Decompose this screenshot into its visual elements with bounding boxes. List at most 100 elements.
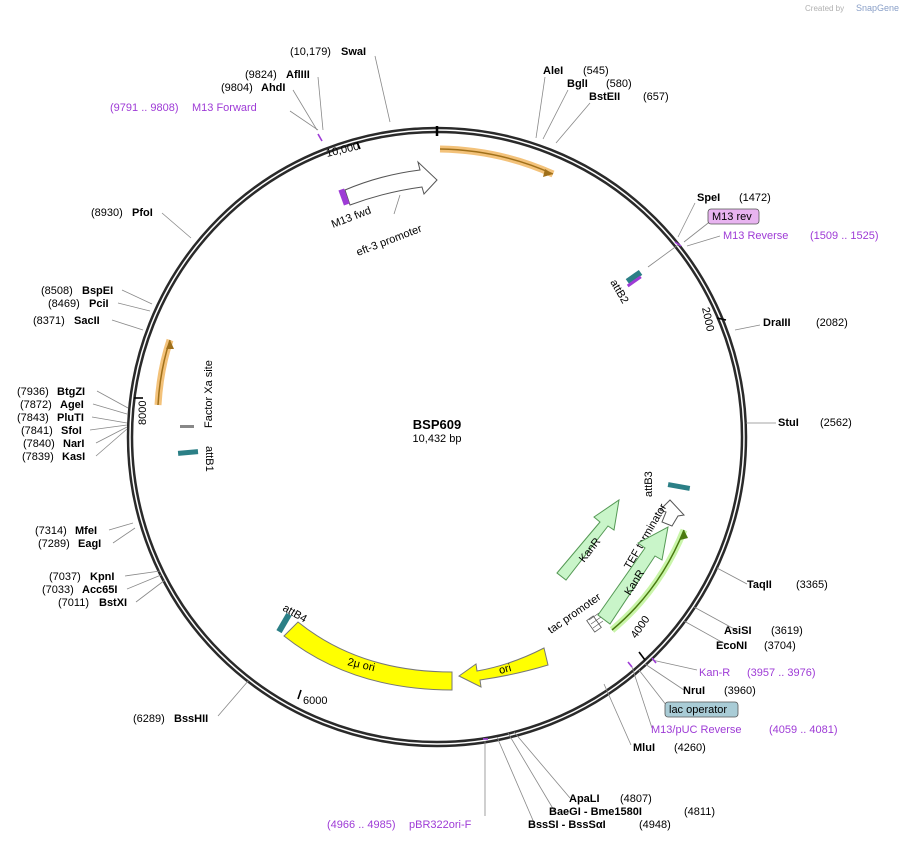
svg-text:(4807): (4807) <box>620 793 652 805</box>
enzyme-connectors <box>89 55 776 826</box>
kanr-lower-feature[interactable] <box>597 526 669 625</box>
tick-label-10000: 10,000 <box>325 141 360 160</box>
svg-text:(1509 .. 1525): (1509 .. 1525) <box>810 230 879 242</box>
svg-text:(8469): (8469) <box>48 298 80 310</box>
factor-xa-label: Factor Xa site <box>203 360 215 428</box>
m13-fwd-label: M13 fwd <box>330 205 373 231</box>
svg-text:TaqII: TaqII <box>747 579 772 591</box>
svg-text:pBR322ori-F: pBR322ori-F <box>409 819 472 831</box>
svg-text:NarI: NarI <box>63 438 84 450</box>
orf-top-line <box>439 148 554 175</box>
eft3-promoter-feature[interactable] <box>344 160 438 206</box>
svg-text:BspEI: BspEI <box>82 285 113 297</box>
attb2-primer <box>626 275 642 288</box>
svg-text:PluTI: PluTI <box>57 412 84 424</box>
svg-text:(3365): (3365) <box>796 579 828 591</box>
svg-text:KpnI: KpnI <box>90 571 114 583</box>
attb1-label: attB1 <box>203 446 215 472</box>
ori-feature[interactable] <box>458 647 549 688</box>
svg-text:(7289): (7289) <box>38 538 70 550</box>
svg-text:(3619): (3619) <box>771 625 803 637</box>
tef-terminator-feature[interactable] <box>659 499 686 527</box>
svg-text:BglI: BglI <box>567 78 588 90</box>
svg-text:AleI: AleI <box>543 65 563 77</box>
svg-text:AsiSI: AsiSI <box>724 625 752 637</box>
svg-text:(2562): (2562) <box>820 417 852 429</box>
orf-right-line <box>611 529 685 631</box>
svg-text:(3960): (3960) <box>724 685 756 697</box>
attb1-feature[interactable] <box>177 449 199 456</box>
tick-label-8000: 8000 <box>137 401 149 425</box>
svg-text:(7843): (7843) <box>17 412 49 424</box>
svg-text:DraIII: DraIII <box>763 317 791 329</box>
kanr-upper-feature[interactable] <box>556 498 620 581</box>
orf-top[interactable] <box>439 145 555 178</box>
svg-text:SwaI: SwaI <box>341 46 366 58</box>
tick-label-2000: 2000 <box>699 306 716 332</box>
svg-text:(8371): (8371) <box>33 315 65 327</box>
plasmid-length: 10,432 bp <box>413 433 462 445</box>
tac-promoter-feature[interactable] <box>586 612 604 633</box>
attb2-feature[interactable] <box>625 269 643 285</box>
m13-fwd-feature[interactable] <box>338 188 350 206</box>
attb2-label: attB2 <box>607 278 630 306</box>
eft3-promoter-label: eft-3 promoter <box>355 223 424 259</box>
svg-text:SpeI: SpeI <box>697 192 720 204</box>
svg-text:Kan-R: Kan-R <box>699 667 730 679</box>
credit-brand[interactable]: SnapGene <box>856 3 899 13</box>
svg-text:MfeI: MfeI <box>75 525 97 537</box>
svg-text:BssSI - BssSαI: BssSI - BssSαI <box>528 819 606 831</box>
attb4-feature[interactable] <box>276 612 292 634</box>
svg-text:(7841): (7841) <box>21 425 53 437</box>
svg-text:BssHII: BssHII <box>174 713 208 725</box>
svg-text:(580): (580) <box>606 78 632 90</box>
svg-text:(7839): (7839) <box>22 451 54 463</box>
svg-text:M13/pUC Reverse: M13/pUC Reverse <box>651 724 741 736</box>
svg-text:SacII: SacII <box>74 315 100 327</box>
svg-text:(4811): (4811) <box>684 806 715 818</box>
svg-text:(4059 .. 4081): (4059 .. 4081) <box>769 724 838 736</box>
svg-text:(7037): (7037) <box>49 571 81 583</box>
tick-label-4000: 4000 <box>629 614 653 641</box>
svg-text:(1472): (1472) <box>739 192 771 204</box>
two-micron-ori-feature[interactable] <box>283 621 453 691</box>
svg-text:Acc65I: Acc65I <box>82 584 117 596</box>
plasmid-name: BSP609 <box>413 417 461 432</box>
enzyme-labels-right[interactable]: AleI (545) BglI (580) BstEII (657) SpeI … <box>528 65 852 831</box>
primer-markers <box>317 133 682 740</box>
svg-text:BstEII: BstEII <box>589 91 620 103</box>
svg-text:StuI: StuI <box>778 417 799 429</box>
svg-text:BtgZI: BtgZI <box>57 386 85 398</box>
svg-text:NruI: NruI <box>683 685 705 697</box>
svg-text:(8930): (8930) <box>91 207 123 219</box>
svg-text:(4966 .. 4985): (4966 .. 4985) <box>327 819 396 831</box>
svg-text:(7033): (7033) <box>42 584 74 596</box>
enzyme-labels-left[interactable]: (10,179) SwaI (9824) AflIII (9804) AhdI … <box>17 46 366 725</box>
svg-text:MluI: MluI <box>633 742 655 754</box>
svg-text:(4948): (4948) <box>639 819 671 831</box>
svg-text:(7872): (7872) <box>20 399 52 411</box>
factor-xa-feature[interactable] <box>180 425 194 428</box>
svg-text:M13 Reverse: M13 Reverse <box>723 230 788 242</box>
tick-label-6000: 6000 <box>303 695 327 707</box>
svg-text:lac operator: lac operator <box>669 704 727 716</box>
svg-text:EagI: EagI <box>78 538 101 550</box>
m13-rev-box[interactable]: M13 rev <box>707 208 760 225</box>
attb3-feature[interactable] <box>667 482 691 491</box>
orf-left[interactable] <box>154 338 174 406</box>
svg-text:(2082): (2082) <box>816 317 848 329</box>
svg-text:(7011): (7011) <box>58 597 89 609</box>
orf-right-arrow <box>680 530 688 540</box>
svg-text:(9791 .. 9808): (9791 .. 9808) <box>110 102 179 114</box>
svg-text:(9824): (9824) <box>245 69 277 81</box>
svg-text:(657): (657) <box>643 91 669 103</box>
lac-operator-box[interactable]: lac operator <box>664 701 739 718</box>
svg-text:(4260): (4260) <box>674 742 706 754</box>
credit-prefix: Created by <box>805 4 844 13</box>
svg-text:(10,179): (10,179) <box>290 46 331 58</box>
svg-text:(8508): (8508) <box>41 285 73 297</box>
primer-labels[interactable]: (9791 .. 9808) M13 Forward M13 Reverse (… <box>110 102 879 831</box>
svg-text:M13 Forward: M13 Forward <box>192 102 257 114</box>
svg-text:KasI: KasI <box>62 451 85 463</box>
